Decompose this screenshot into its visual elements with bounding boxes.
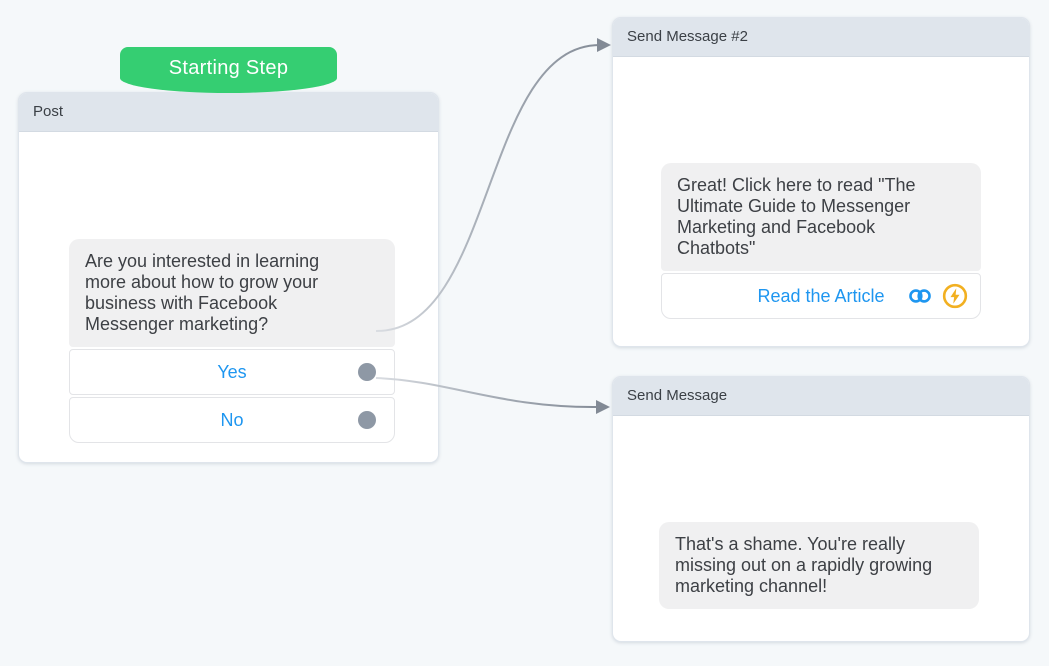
message-line: Marketing and Facebook bbox=[677, 217, 876, 237]
post-message-group: Are you interested in learning more abou… bbox=[69, 239, 395, 443]
no-button[interactable]: No bbox=[69, 397, 395, 443]
node-send-message-2[interactable]: Send Message #2 Great! Click here to rea… bbox=[612, 17, 1030, 347]
yes-port[interactable] bbox=[358, 363, 376, 381]
message-line: marketing channel! bbox=[675, 576, 828, 596]
send-message-group: That's a shame. You're really missing ou… bbox=[659, 522, 979, 609]
zap-icon[interactable] bbox=[942, 283, 968, 309]
node-post[interactable]: Post Are you interested in learning more… bbox=[18, 92, 439, 463]
message-line: Are you interested in learning bbox=[85, 251, 320, 271]
send-message-2-bubble: Great! Click here to read "The Ultimate … bbox=[661, 163, 981, 271]
yes-button[interactable]: Yes bbox=[69, 349, 395, 395]
message-line: Chatbots" bbox=[677, 238, 756, 258]
message-line: That's a shame. You're really bbox=[675, 534, 906, 554]
connector-no-arrowhead-icon bbox=[596, 400, 610, 414]
message-line: Great! Click here to read "The bbox=[677, 175, 916, 195]
button-icons bbox=[904, 283, 968, 309]
message-line: missing out on a rapidly growing bbox=[675, 555, 933, 575]
node-send-message-title: Send Message bbox=[613, 377, 1029, 416]
message-line: more about how to grow your bbox=[85, 272, 319, 292]
starting-step-badge: Starting Step bbox=[120, 47, 337, 93]
send-message-2-group: Great! Click here to read "The Ultimate … bbox=[661, 163, 981, 319]
no-button-label: No bbox=[220, 409, 244, 430]
message-line: business with Facebook bbox=[85, 293, 278, 313]
yes-button-label: Yes bbox=[217, 361, 247, 382]
no-port[interactable] bbox=[358, 411, 376, 429]
read-article-button[interactable]: Read the Article bbox=[661, 273, 981, 319]
node-send-message[interactable]: Send Message That's a shame. You're real… bbox=[612, 376, 1030, 642]
read-article-label: Read the Article bbox=[757, 285, 885, 306]
send-message-bubble: That's a shame. You're really missing ou… bbox=[659, 522, 979, 609]
node-post-title: Post bbox=[19, 93, 438, 132]
post-message-bubble: Are you interested in learning more abou… bbox=[69, 239, 395, 347]
message-line: Messenger marketing? bbox=[85, 314, 269, 334]
node-send-message-2-title: Send Message #2 bbox=[613, 18, 1029, 57]
message-line: Ultimate Guide to Messenger bbox=[677, 196, 911, 216]
connector-yes-arrowhead-icon bbox=[597, 38, 611, 52]
link-icon[interactable] bbox=[907, 283, 933, 309]
